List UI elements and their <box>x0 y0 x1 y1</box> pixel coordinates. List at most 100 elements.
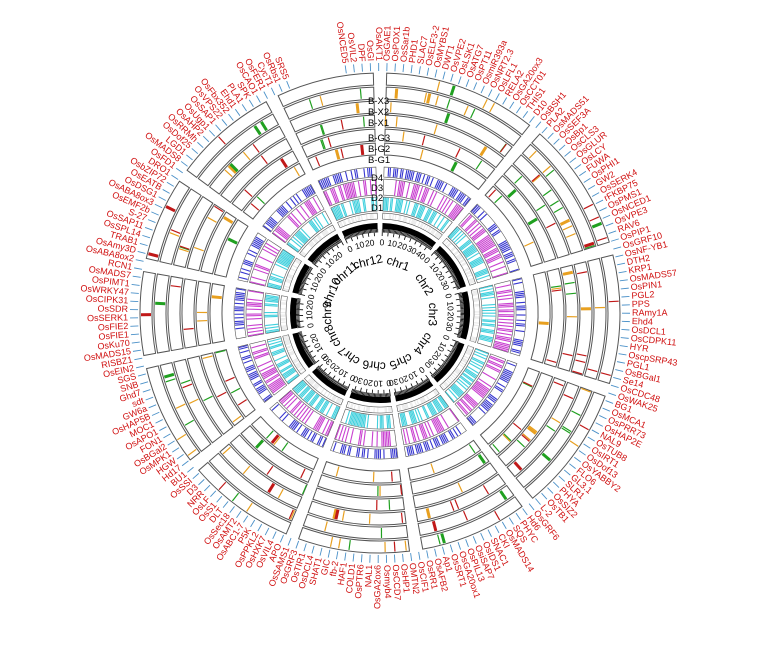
density-mark <box>476 380 490 391</box>
density-mark <box>310 219 320 232</box>
tick-mark <box>342 384 345 389</box>
density-mark <box>287 374 299 384</box>
density-mark <box>451 247 456 252</box>
density-mark <box>406 170 410 180</box>
density-mark <box>343 445 347 455</box>
tick-mark <box>424 244 429 251</box>
density-mark <box>357 199 362 213</box>
tick-mark <box>454 333 462 336</box>
density-mark <box>433 400 441 412</box>
variant-mark <box>359 88 362 99</box>
tick-mark <box>296 299 301 301</box>
density-mark <box>480 292 494 296</box>
track-label-d: D1 <box>371 203 383 214</box>
tick-mark <box>458 294 463 297</box>
tick-mark <box>441 359 448 364</box>
gene-connector <box>501 521 507 529</box>
density-mark <box>254 381 263 387</box>
density-mark <box>471 290 478 293</box>
density-mark <box>326 421 334 436</box>
density-mark <box>247 329 263 334</box>
sample-track-frame <box>415 473 507 523</box>
density-mark <box>234 322 244 324</box>
density-mark <box>402 216 406 222</box>
density-mark <box>281 413 289 422</box>
density-mark <box>453 233 465 243</box>
tick-mark <box>366 230 368 234</box>
sample-track-frame <box>316 474 404 498</box>
density-mark <box>355 447 359 457</box>
tick-mark <box>454 343 458 346</box>
density-mark <box>318 234 323 239</box>
sample-track-frame <box>153 273 170 354</box>
density-mark <box>475 348 489 355</box>
density-mark <box>309 241 315 246</box>
density-mark <box>414 185 420 200</box>
tick-mark <box>435 370 439 375</box>
variant-mark <box>425 508 431 519</box>
tick-mark <box>361 230 364 238</box>
density-mark <box>322 179 327 188</box>
density-mark <box>440 434 446 444</box>
density-mark <box>419 206 426 219</box>
density-mark <box>506 362 516 367</box>
density-mark <box>354 216 357 222</box>
density-mark <box>447 377 453 383</box>
density-mark <box>243 261 253 266</box>
density-mark <box>264 303 278 306</box>
density-mark <box>323 191 331 206</box>
tick-label: 10 <box>308 281 321 294</box>
density-mark <box>252 241 262 247</box>
density-mark <box>268 378 282 388</box>
density-mark <box>489 357 504 364</box>
tick-mark <box>354 389 357 394</box>
density-mark <box>317 398 325 411</box>
tick-mark <box>442 259 446 263</box>
density-mark <box>451 188 457 198</box>
chromosome-label: chr7 <box>335 343 362 368</box>
sample-track-frame <box>385 100 513 158</box>
density-mark <box>410 402 414 408</box>
density-mark <box>433 390 437 396</box>
gene-connector <box>472 536 477 544</box>
density-mark <box>424 441 429 451</box>
tick-label: 10 <box>354 239 366 251</box>
density-mark <box>480 243 495 252</box>
gene-connector <box>256 95 261 103</box>
tick-label: 10 <box>312 341 325 354</box>
tick-mark <box>350 233 353 238</box>
tick-label: 20 <box>304 299 315 310</box>
density-mark <box>431 229 435 235</box>
tick-mark <box>359 387 362 395</box>
density-mark <box>435 437 441 446</box>
density-mark <box>443 433 449 442</box>
density-mark <box>350 170 354 180</box>
density-mark <box>287 274 293 278</box>
density-mark <box>471 358 484 365</box>
tick-mark <box>439 366 443 370</box>
tick-mark <box>296 302 304 305</box>
density-mark <box>504 368 513 374</box>
gene-connector <box>595 422 604 427</box>
density-mark <box>408 170 412 180</box>
density-mark <box>285 341 291 345</box>
density-mark <box>448 388 458 400</box>
density-mark <box>394 198 398 212</box>
density-mark <box>318 436 324 446</box>
density-mark <box>283 337 289 340</box>
variant-mark <box>320 124 326 135</box>
tick-mark <box>450 273 455 276</box>
density-mark <box>335 173 340 183</box>
variant-mark <box>338 538 341 549</box>
gene-connector <box>154 203 163 209</box>
density-mark <box>441 384 446 389</box>
density-mark <box>450 205 461 219</box>
variant-mark <box>546 425 556 432</box>
density-mark <box>313 383 318 388</box>
density-mark <box>311 433 318 443</box>
density-mark <box>357 447 361 457</box>
variant-mark <box>252 144 260 153</box>
density-mark <box>456 380 467 390</box>
